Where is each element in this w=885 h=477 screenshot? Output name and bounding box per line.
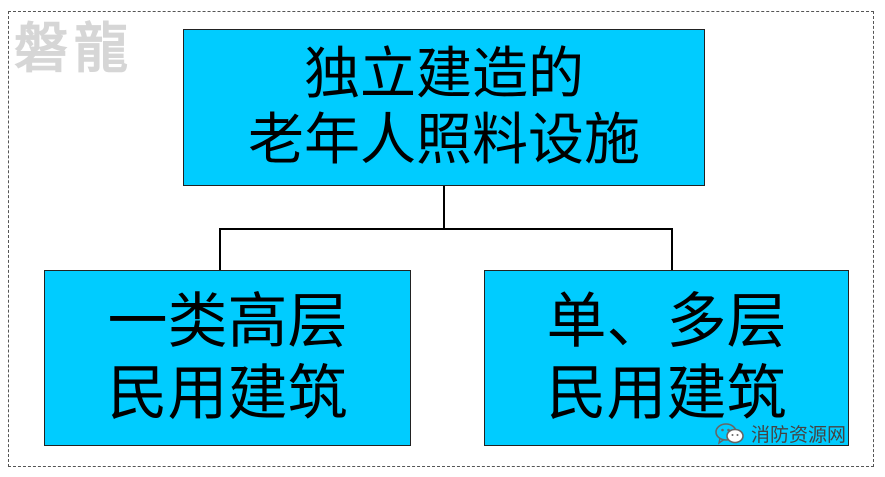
child-node-low-rise-line-2: 民用建筑	[546, 359, 787, 429]
source-logo-text: 消防资源网	[751, 424, 847, 446]
watermark-text: 磐龍	[14, 17, 134, 80]
root-node-line-2: 老年人照料设施	[248, 107, 640, 173]
source-logo: 消防资源网	[715, 420, 846, 447]
child-node-high-rise-line-2: 民用建筑	[107, 359, 348, 429]
wechat-icon	[715, 422, 744, 445]
child-node-high-rise: 一类高层 民用建筑	[44, 270, 411, 446]
child-node-low-rise-line-1: 单、多层	[546, 287, 787, 357]
root-node: 独立建造的 老年人照料设施	[183, 29, 705, 186]
child-node-low-rise: 单、多层 民用建筑	[484, 270, 849, 446]
root-node-line-1: 独立建造的	[304, 41, 584, 107]
diagram-frame	[8, 11, 874, 467]
child-node-high-rise-line-1: 一类高层	[107, 287, 348, 357]
